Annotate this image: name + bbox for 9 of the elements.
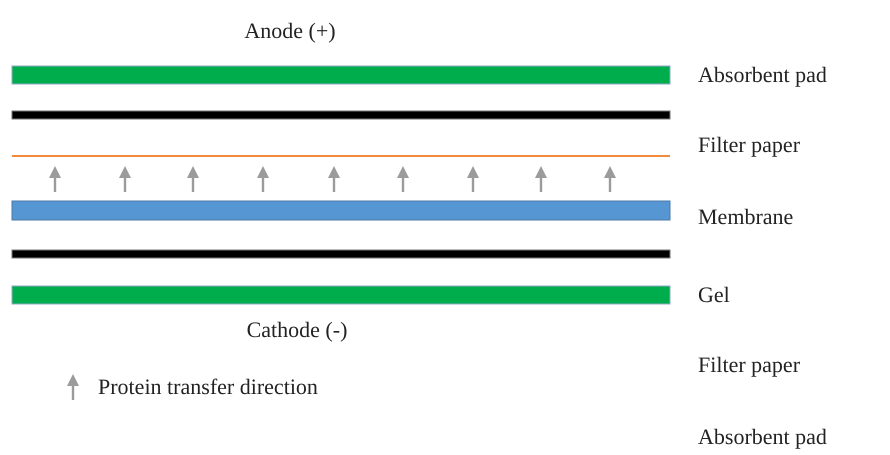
layer-label: Absorbent pad bbox=[698, 426, 827, 448]
layer-label: Cathode (-) bbox=[246, 319, 348, 341]
layer-label: Absorbent pad bbox=[698, 64, 827, 86]
layer-label: Membrane bbox=[698, 206, 794, 228]
layer-label: Filter paper bbox=[698, 354, 800, 376]
layer-label: Gel bbox=[698, 284, 730, 306]
layer-label: Anode (+) bbox=[244, 20, 336, 42]
legend-label: Protein transfer direction bbox=[98, 374, 318, 400]
layer-label: Filter paper bbox=[698, 134, 800, 156]
